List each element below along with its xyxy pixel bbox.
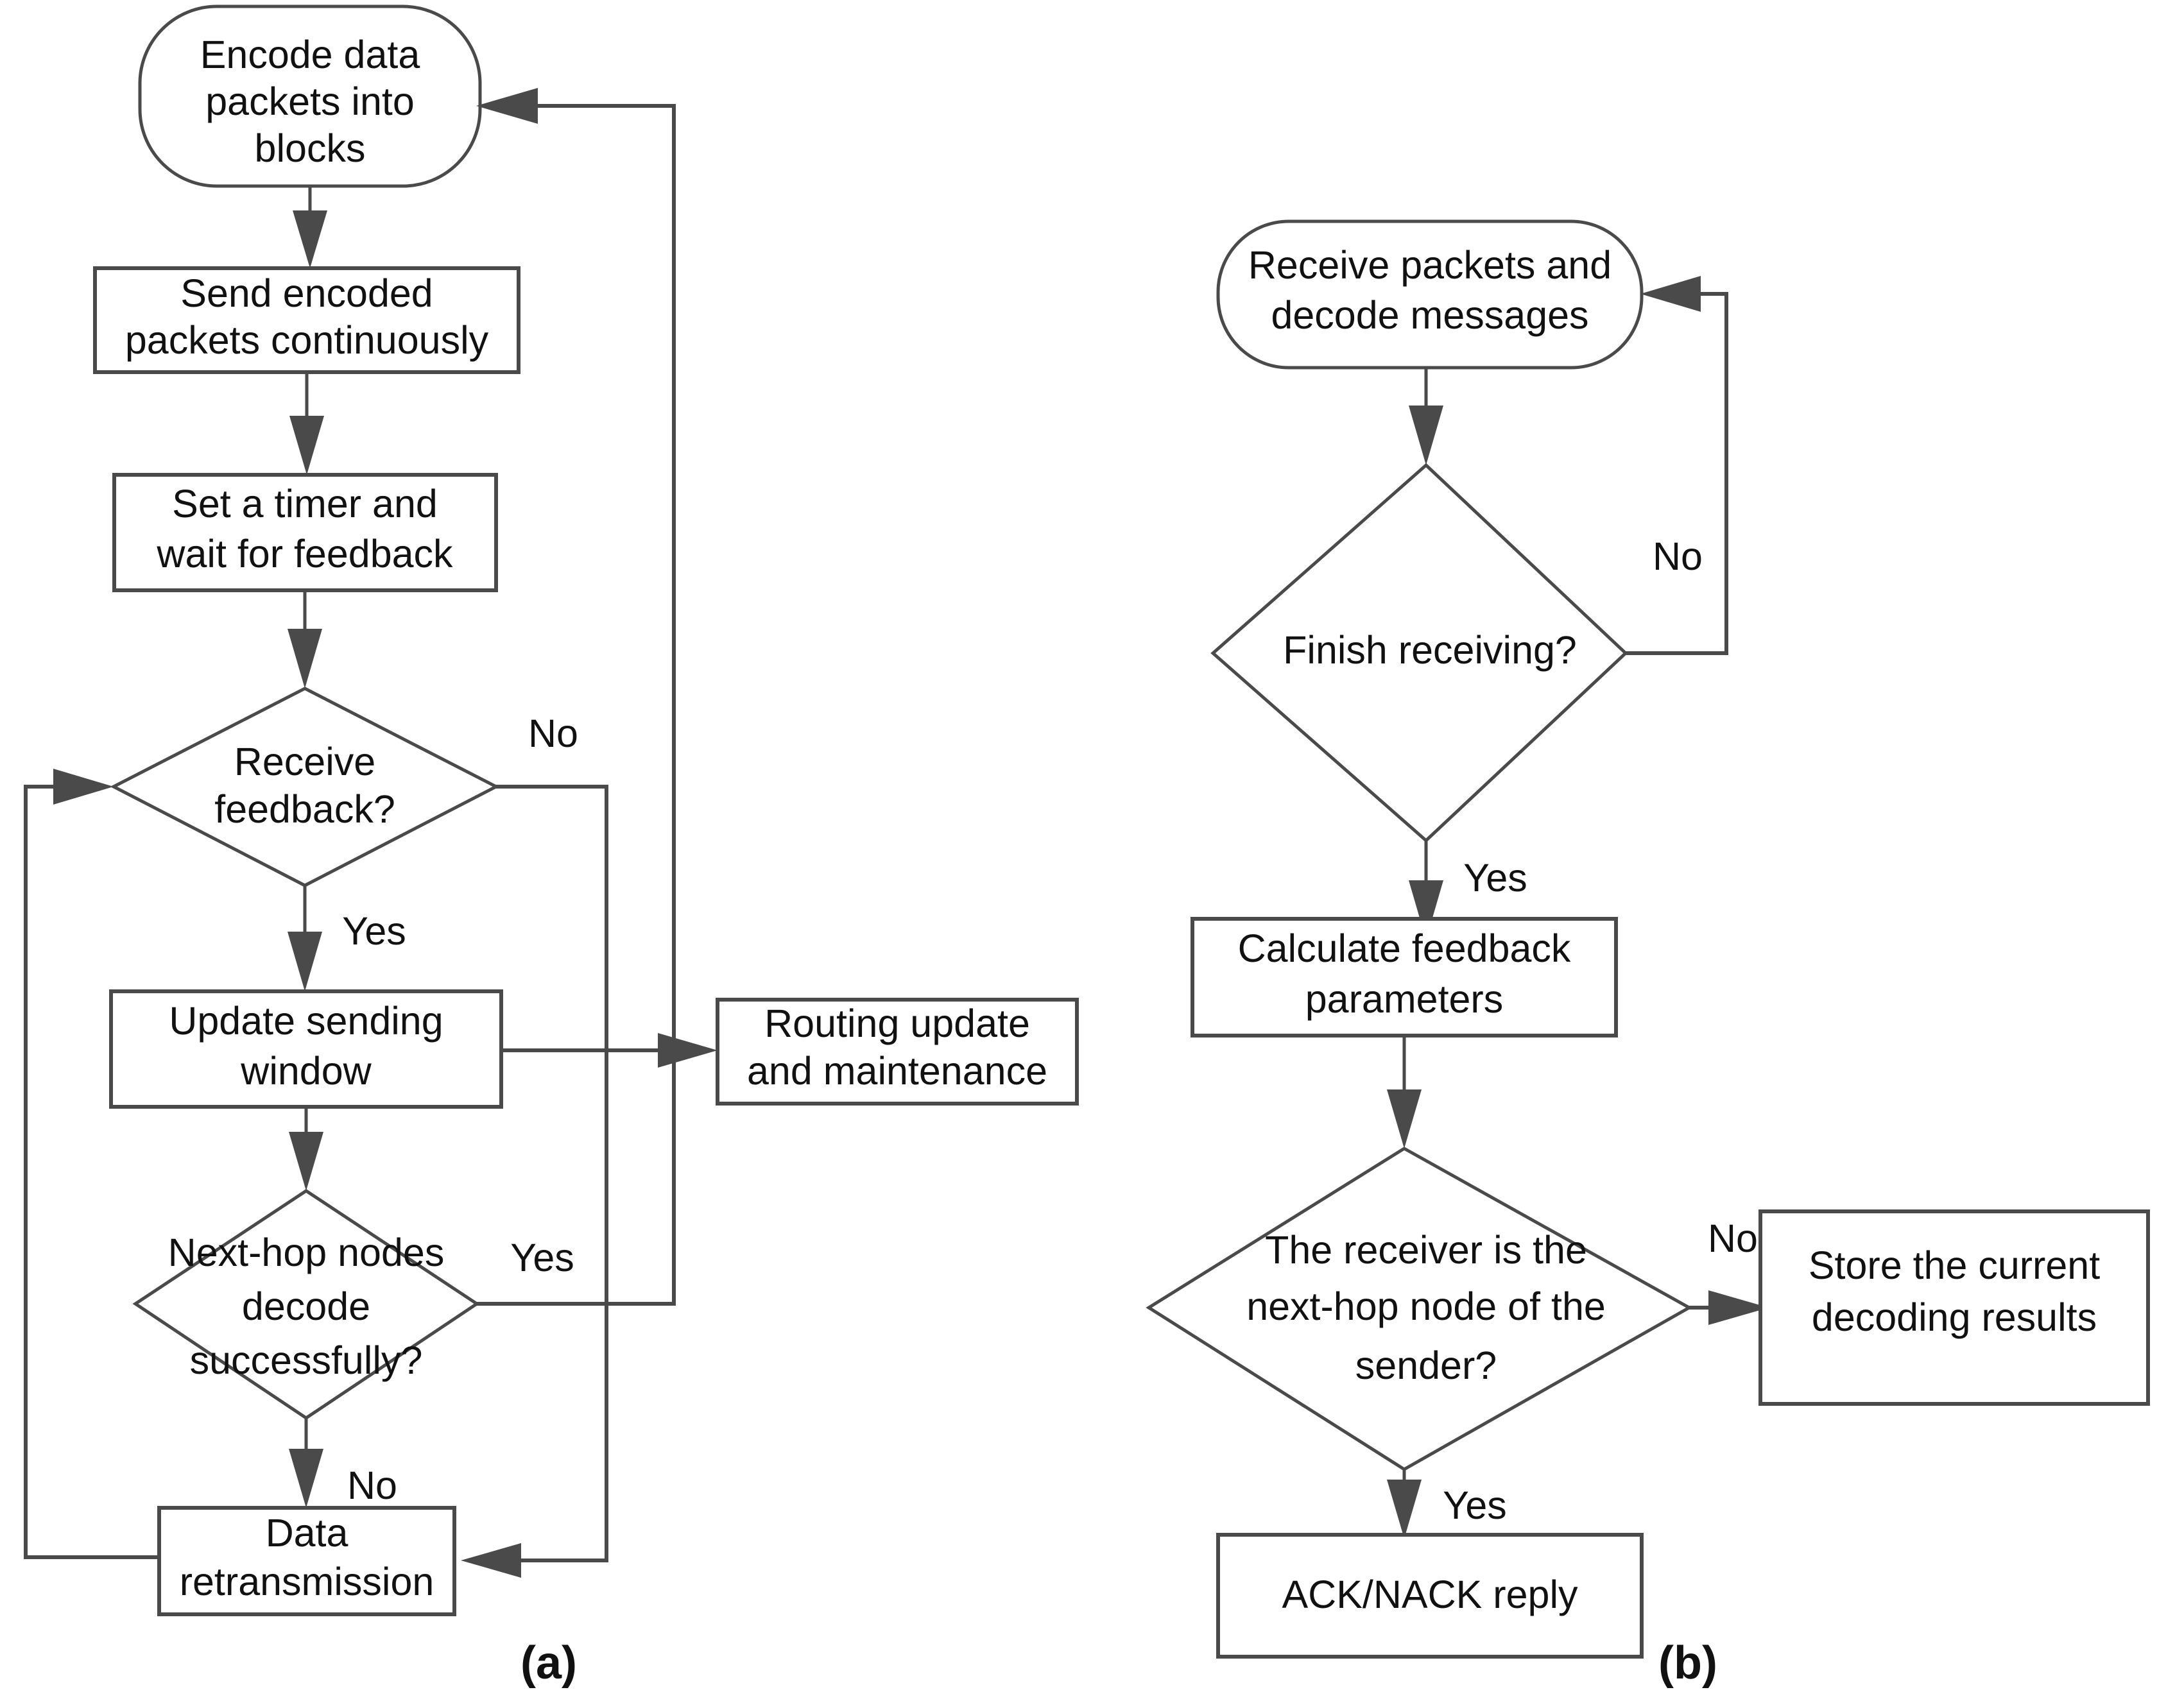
edge-nexthop-yes-to-ack <box>1387 1469 1422 1539</box>
node-receive-feedback-line2: feedback? <box>214 787 395 831</box>
edge-label-finish-no: No <box>1653 534 1703 578</box>
node-encode-data: Encode data packets into blocks <box>138 4 482 188</box>
edge-feedback-to-update-window <box>288 885 322 991</box>
node-nexthop-decode-line3: successfully? <box>190 1338 423 1382</box>
edge-nexthop-no-to-store <box>1689 1290 1769 1325</box>
node-nexthop-decode-decision: Next-hop nodes decode successfully? <box>132 1189 480 1421</box>
edge-nexthop-no-to-retransmission <box>289 1418 323 1508</box>
edge-label-nexthop-yes: Yes <box>1443 1483 1507 1527</box>
node-calc-feedback-line1: Calculate feedback <box>1238 927 1571 970</box>
node-send-packets: Send encoded packets continuously <box>93 266 520 374</box>
edge-label-decode-yes: Yes <box>510 1236 574 1279</box>
node-receive-decode-line1: Receive packets and <box>1248 243 1612 287</box>
node-update-window-line1: Update sending <box>169 999 443 1043</box>
node-ack-nack-label: ACK/NACK reply <box>1282 1573 1578 1616</box>
node-ack-nack-reply: ACK/NACK reply <box>1216 1533 1644 1659</box>
edge-calc-to-nexthop <box>1387 1036 1422 1149</box>
node-receive-decode-line2: decode messages <box>1271 293 1588 337</box>
node-store-decoding-results: Store the current decoding results <box>1758 1209 2150 1406</box>
node-store-results-line2: decoding results <box>1812 1295 2097 1339</box>
node-store-results-line1: Store the current <box>1809 1243 2100 1287</box>
node-routing-update: Routing update and maintenance <box>716 998 1079 1106</box>
node-calculate-feedback: Calculate feedback parameters <box>1191 917 1618 1038</box>
node-finish-receiving-label: Finish receiving? <box>1283 628 1577 672</box>
edge-retransmission-to-feedback-loop <box>24 769 159 1559</box>
node-calc-feedback-line2: parameters <box>1305 977 1504 1021</box>
node-routing-update-line2: and maintenance <box>747 1049 1047 1093</box>
node-is-nexthop-line3: sender? <box>1355 1344 1497 1387</box>
node-update-window-line2: window <box>240 1049 372 1093</box>
edge-finish-yes-to-calc <box>1409 841 1443 940</box>
node-set-timer: Set a timer and wait for feedback <box>112 473 498 592</box>
edge-receive-to-finish <box>1409 368 1443 465</box>
edge-label-feedback-no: No <box>528 712 578 755</box>
node-encode-data-line3: blocks <box>255 126 366 170</box>
node-send-packets-line1: Send encoded <box>180 271 433 315</box>
node-send-packets-line2: packets continuously <box>125 318 489 362</box>
edge-timer-to-feedback <box>288 590 322 688</box>
node-encode-data-line1: Encode data <box>200 33 420 76</box>
node-is-nexthop-line1: The receiver is the <box>1265 1228 1587 1272</box>
node-is-nexthop-decision: The receiver is the next-hop node of the… <box>1146 1147 1693 1471</box>
node-routing-update-line1: Routing update <box>764 1002 1030 1045</box>
node-nexthop-decode-line1: Next-hop nodes <box>168 1231 445 1274</box>
node-set-timer-line2: wait for feedback <box>156 532 453 576</box>
node-is-nexthop-line2: next-hop node of the <box>1246 1285 1606 1328</box>
edge-update-window-to-routing <box>501 1033 718 1068</box>
node-data-retransmission: Data retransmission <box>157 1506 456 1616</box>
panel-a-caption: (a) <box>520 1637 577 1689</box>
edge-label-feedback-yes: Yes <box>342 909 406 953</box>
edge-encode-to-send <box>293 186 327 268</box>
edge-update-window-to-nexthop <box>289 1107 323 1191</box>
node-finish-receiving-decision: Finish receiving? <box>1210 463 1628 843</box>
node-update-sending-window: Update sending window <box>109 989 503 1109</box>
edge-feedback-no-to-retransmission <box>461 785 608 1578</box>
node-receive-feedback-decision: Receive feedback? <box>110 687 500 887</box>
node-encode-data-line2: packets into <box>205 80 415 123</box>
node-set-timer-line1: Set a timer and <box>172 482 438 525</box>
node-receive-decode: Receive packets and decode messages <box>1216 219 1644 370</box>
edge-send-to-timer <box>289 372 324 475</box>
node-nexthop-decode-line2: decode <box>242 1285 370 1328</box>
edge-label-finish-yes: Yes <box>1463 856 1527 900</box>
edge-finish-no-loop <box>1626 276 1728 655</box>
panel-b-caption: (b) <box>1658 1637 1717 1689</box>
node-receive-feedback-line1: Receive <box>234 740 375 783</box>
edge-label-decode-no: No <box>347 1464 397 1507</box>
edge-label-nexthop-no: No <box>1708 1217 1758 1260</box>
edge-nexthop-yes-to-encode <box>476 88 676 1306</box>
node-retransmission-line2: retransmission <box>180 1560 434 1603</box>
node-retransmission-line1: Data <box>266 1511 348 1555</box>
